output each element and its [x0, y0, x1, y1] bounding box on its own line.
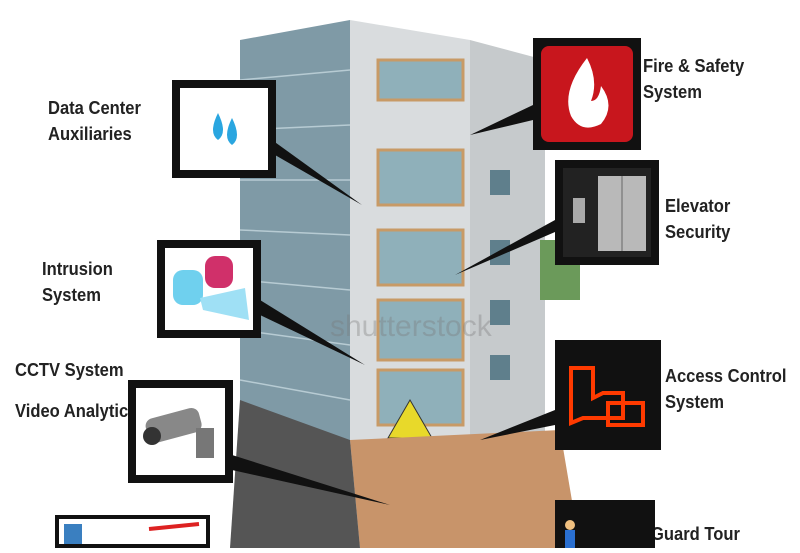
fire-icon-box — [533, 38, 641, 150]
intrusion-icon-box — [157, 240, 261, 338]
guard-icon — [565, 520, 575, 548]
label-video-analytics: Video Analytics — [15, 401, 138, 421]
guard-tour-icon-box — [555, 500, 655, 548]
elevator-icon — [573, 176, 646, 251]
water-drops-icon — [213, 113, 237, 145]
watermark: shutterstock — [330, 310, 492, 343]
card-reader-icon — [569, 366, 645, 427]
label-cctv: CCTV System — [15, 360, 124, 380]
access-control-icon-box — [555, 340, 661, 450]
data-center-icon-box — [172, 80, 276, 178]
cctv-icon-box — [128, 380, 233, 483]
flame-icon — [568, 58, 609, 128]
cctv-camera-icon — [143, 407, 214, 458]
alarm-siren-icon — [173, 256, 249, 320]
barrier-icon-box — [55, 515, 210, 548]
barrier-gate-icon — [64, 522, 200, 544]
label-guard-tour: Guard Tour — [651, 524, 740, 544]
elevator-icon-box — [555, 160, 659, 265]
